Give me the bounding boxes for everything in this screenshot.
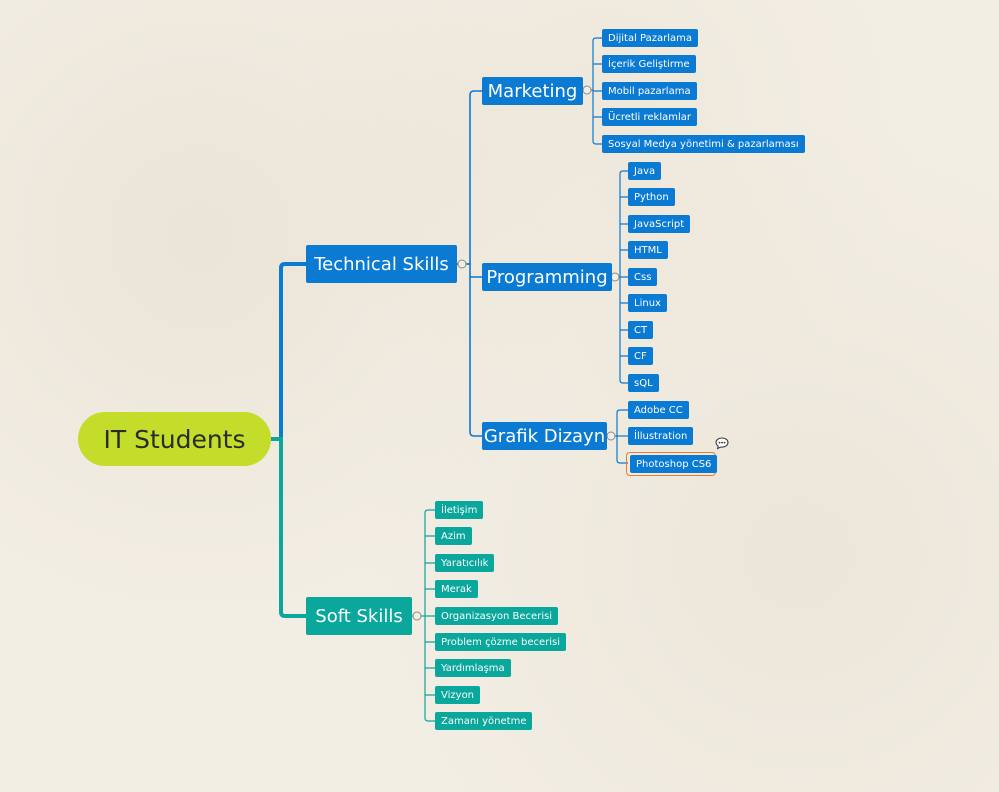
topic-programming[interactable]: Programming [482, 263, 612, 291]
leaf-html[interactable]: HTML [628, 241, 668, 259]
leaf-problem-cozme[interactable]: Problem çözme becerisi [435, 633, 567, 651]
leaf-illustration[interactable]: İllustration [628, 427, 694, 445]
root-topic[interactable]: IT Students [78, 412, 271, 466]
leaf-css[interactable]: Css [628, 268, 658, 286]
leaf-yaraticilik[interactable]: Yaratıcılık [435, 554, 495, 572]
topic-grafik-dizayn[interactable]: Grafik Dizayn [482, 422, 607, 450]
topic-technical-skills[interactable]: Technical Skills [306, 245, 457, 283]
leaf-adobe-cc[interactable]: Adobe CC [628, 401, 689, 419]
leaf-java[interactable]: Java [628, 162, 662, 180]
leaf-yardimlasma[interactable]: Yardımlaşma [435, 659, 511, 677]
leaf-python[interactable]: Python [628, 188, 675, 206]
leaf-ucretli-reklamlar[interactable]: Ücretli reklamlar [602, 108, 698, 126]
leaf-merak[interactable]: Merak [435, 580, 478, 598]
leaf-iletisim[interactable]: İletişim [435, 501, 484, 519]
leaf-zamani-yonetme[interactable]: Zamanı yönetme [435, 712, 533, 730]
leaf-dijital-pazarlama[interactable]: Dijital Pazarlama [602, 29, 699, 47]
leaf-cf[interactable]: CF [628, 347, 653, 365]
leaf-vizyon[interactable]: Vizyon [435, 686, 481, 704]
topic-marketing[interactable]: Marketing [482, 77, 583, 105]
leaf-azim[interactable]: Azim [435, 527, 472, 545]
leaf-sosyal-medya[interactable]: Sosyal Medya yönetimi & pazarlaması [602, 135, 805, 153]
leaf-linux[interactable]: Linux [628, 294, 667, 312]
leaf-icerik-gelistirme[interactable]: İçerik Geliştirme [602, 55, 696, 73]
topic-soft-skills[interactable]: Soft Skills [306, 597, 412, 635]
comment-icon[interactable] [715, 437, 729, 450]
leaf-javascript[interactable]: JavaScript [628, 215, 691, 233]
leaf-photoshop-cs6[interactable]: Photoshop CS6 [630, 455, 718, 473]
leaf-sql[interactable]: sQL [628, 374, 659, 392]
leaf-organizasyon-becerisi[interactable]: Organizasyon Becerisi [435, 607, 559, 625]
leaf-mobil-pazarlama[interactable]: Mobil pazarlama [602, 82, 697, 100]
leaf-ct[interactable]: CT [628, 321, 654, 339]
